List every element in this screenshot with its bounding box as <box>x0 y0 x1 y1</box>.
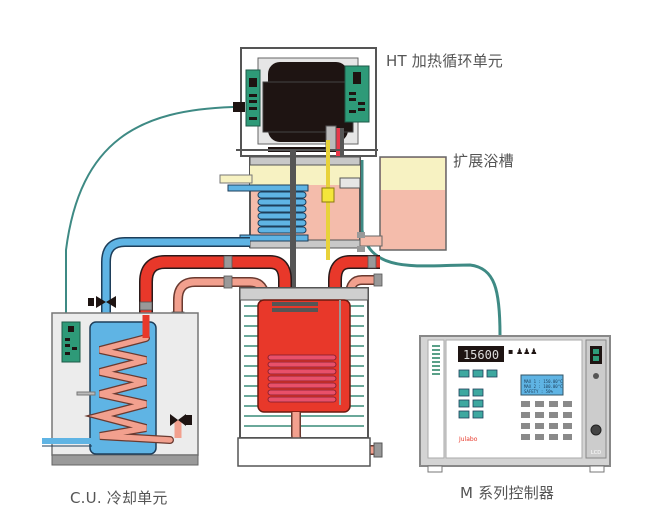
motor-icon <box>262 62 354 142</box>
expansion-bath <box>357 156 447 252</box>
brand-logo: Julabo <box>458 436 478 443</box>
lcd-line-2: MAX 2 : 100.00°C <box>524 384 563 389</box>
keypad <box>521 401 572 440</box>
m-series-controller: 15600 ▪ ♟♟♟ MAX 1 : 150.00°C MAX 2 : 100… <box>419 335 611 473</box>
cable-ht-to-controller <box>360 160 502 336</box>
valve-cold-icon <box>88 296 116 308</box>
reservoir-block <box>219 140 361 300</box>
label-ht-heating-unit: HT 加热循环单元 <box>386 52 504 70</box>
led-bar-icon <box>432 345 440 375</box>
main-bath <box>237 287 383 467</box>
lcd-line-1: MAX 1 : 150.00°C <box>524 379 563 384</box>
ht-heating-unit <box>233 47 378 158</box>
cable-ht-to-cooling-unit <box>65 106 234 318</box>
temperature-display: 15600 <box>463 348 499 362</box>
indicator-icon <box>593 373 599 379</box>
lcd-line-3: SAFETY : 50% <box>524 389 553 394</box>
pcb-right-icon <box>344 65 370 123</box>
pcb-left-icon <box>245 69 261 127</box>
pcb-cooling-icon <box>61 321 81 363</box>
hot-pipe <box>139 255 230 315</box>
status-icons: ▪ ♟♟♟ <box>508 347 537 356</box>
valve-warm-icon <box>170 414 192 426</box>
function-keys <box>458 369 498 419</box>
heating-coil-icon <box>267 354 337 403</box>
cooling-unit <box>42 296 199 466</box>
connector-port-icon <box>590 424 602 436</box>
label-cooling-unit: C.U. 冷却单元 <box>70 489 168 507</box>
label-expansion-bath: 扩展浴槽 <box>453 152 514 170</box>
connector-icon <box>233 102 245 112</box>
label-controller: M 系列控制器 <box>460 484 555 502</box>
model-badge: LCD <box>591 450 601 456</box>
power-switch-icon <box>590 346 602 364</box>
